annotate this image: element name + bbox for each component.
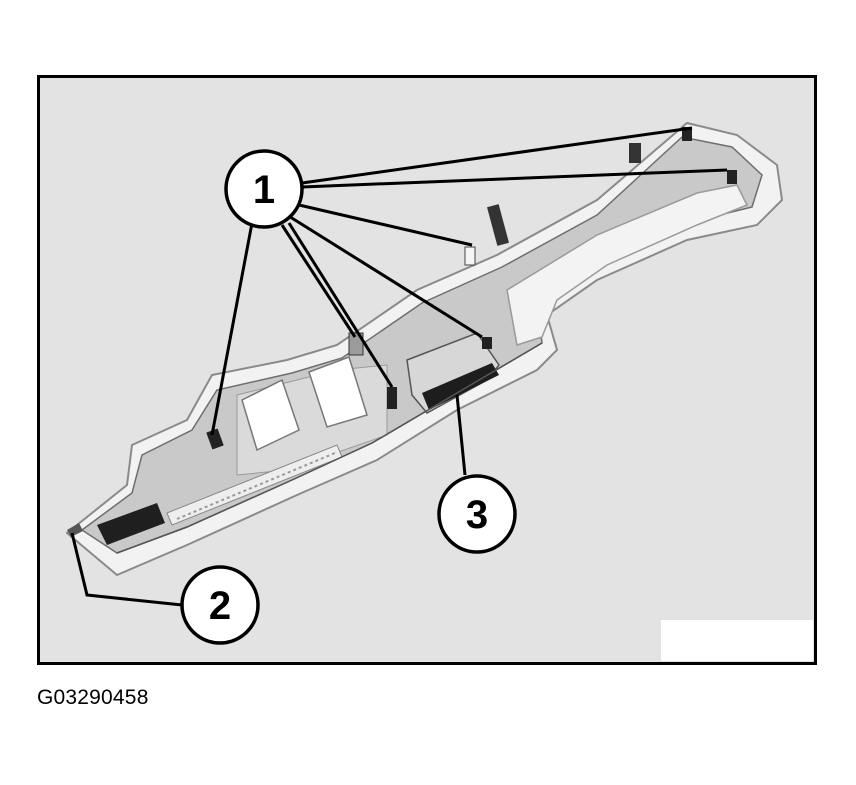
trim-panel-part [65,121,784,577]
leader-line-1a [301,126,693,185]
callout-1-label: 1 [253,168,275,212]
leader-line-3 [455,394,467,476]
leader-lines [70,126,728,607]
leader-line-1c [298,203,473,247]
leader-line-1f [280,224,357,338]
leader-line-1d [286,213,483,339]
corner-patch [661,620,813,661]
diagram-frame: 1 2 3 [37,75,817,665]
leader-line-1g [210,222,254,436]
callout-3: 3 [437,474,517,554]
leader-line-1b [301,168,728,189]
callout-1: 1 [224,149,304,229]
callout-2: 2 [180,565,260,645]
leader-line-1e [287,222,394,388]
leader-line-2 [70,532,183,607]
callout-3-label: 3 [466,493,488,537]
figure-id-label: G03290458 [37,686,149,709]
callout-2-label: 2 [209,584,231,628]
